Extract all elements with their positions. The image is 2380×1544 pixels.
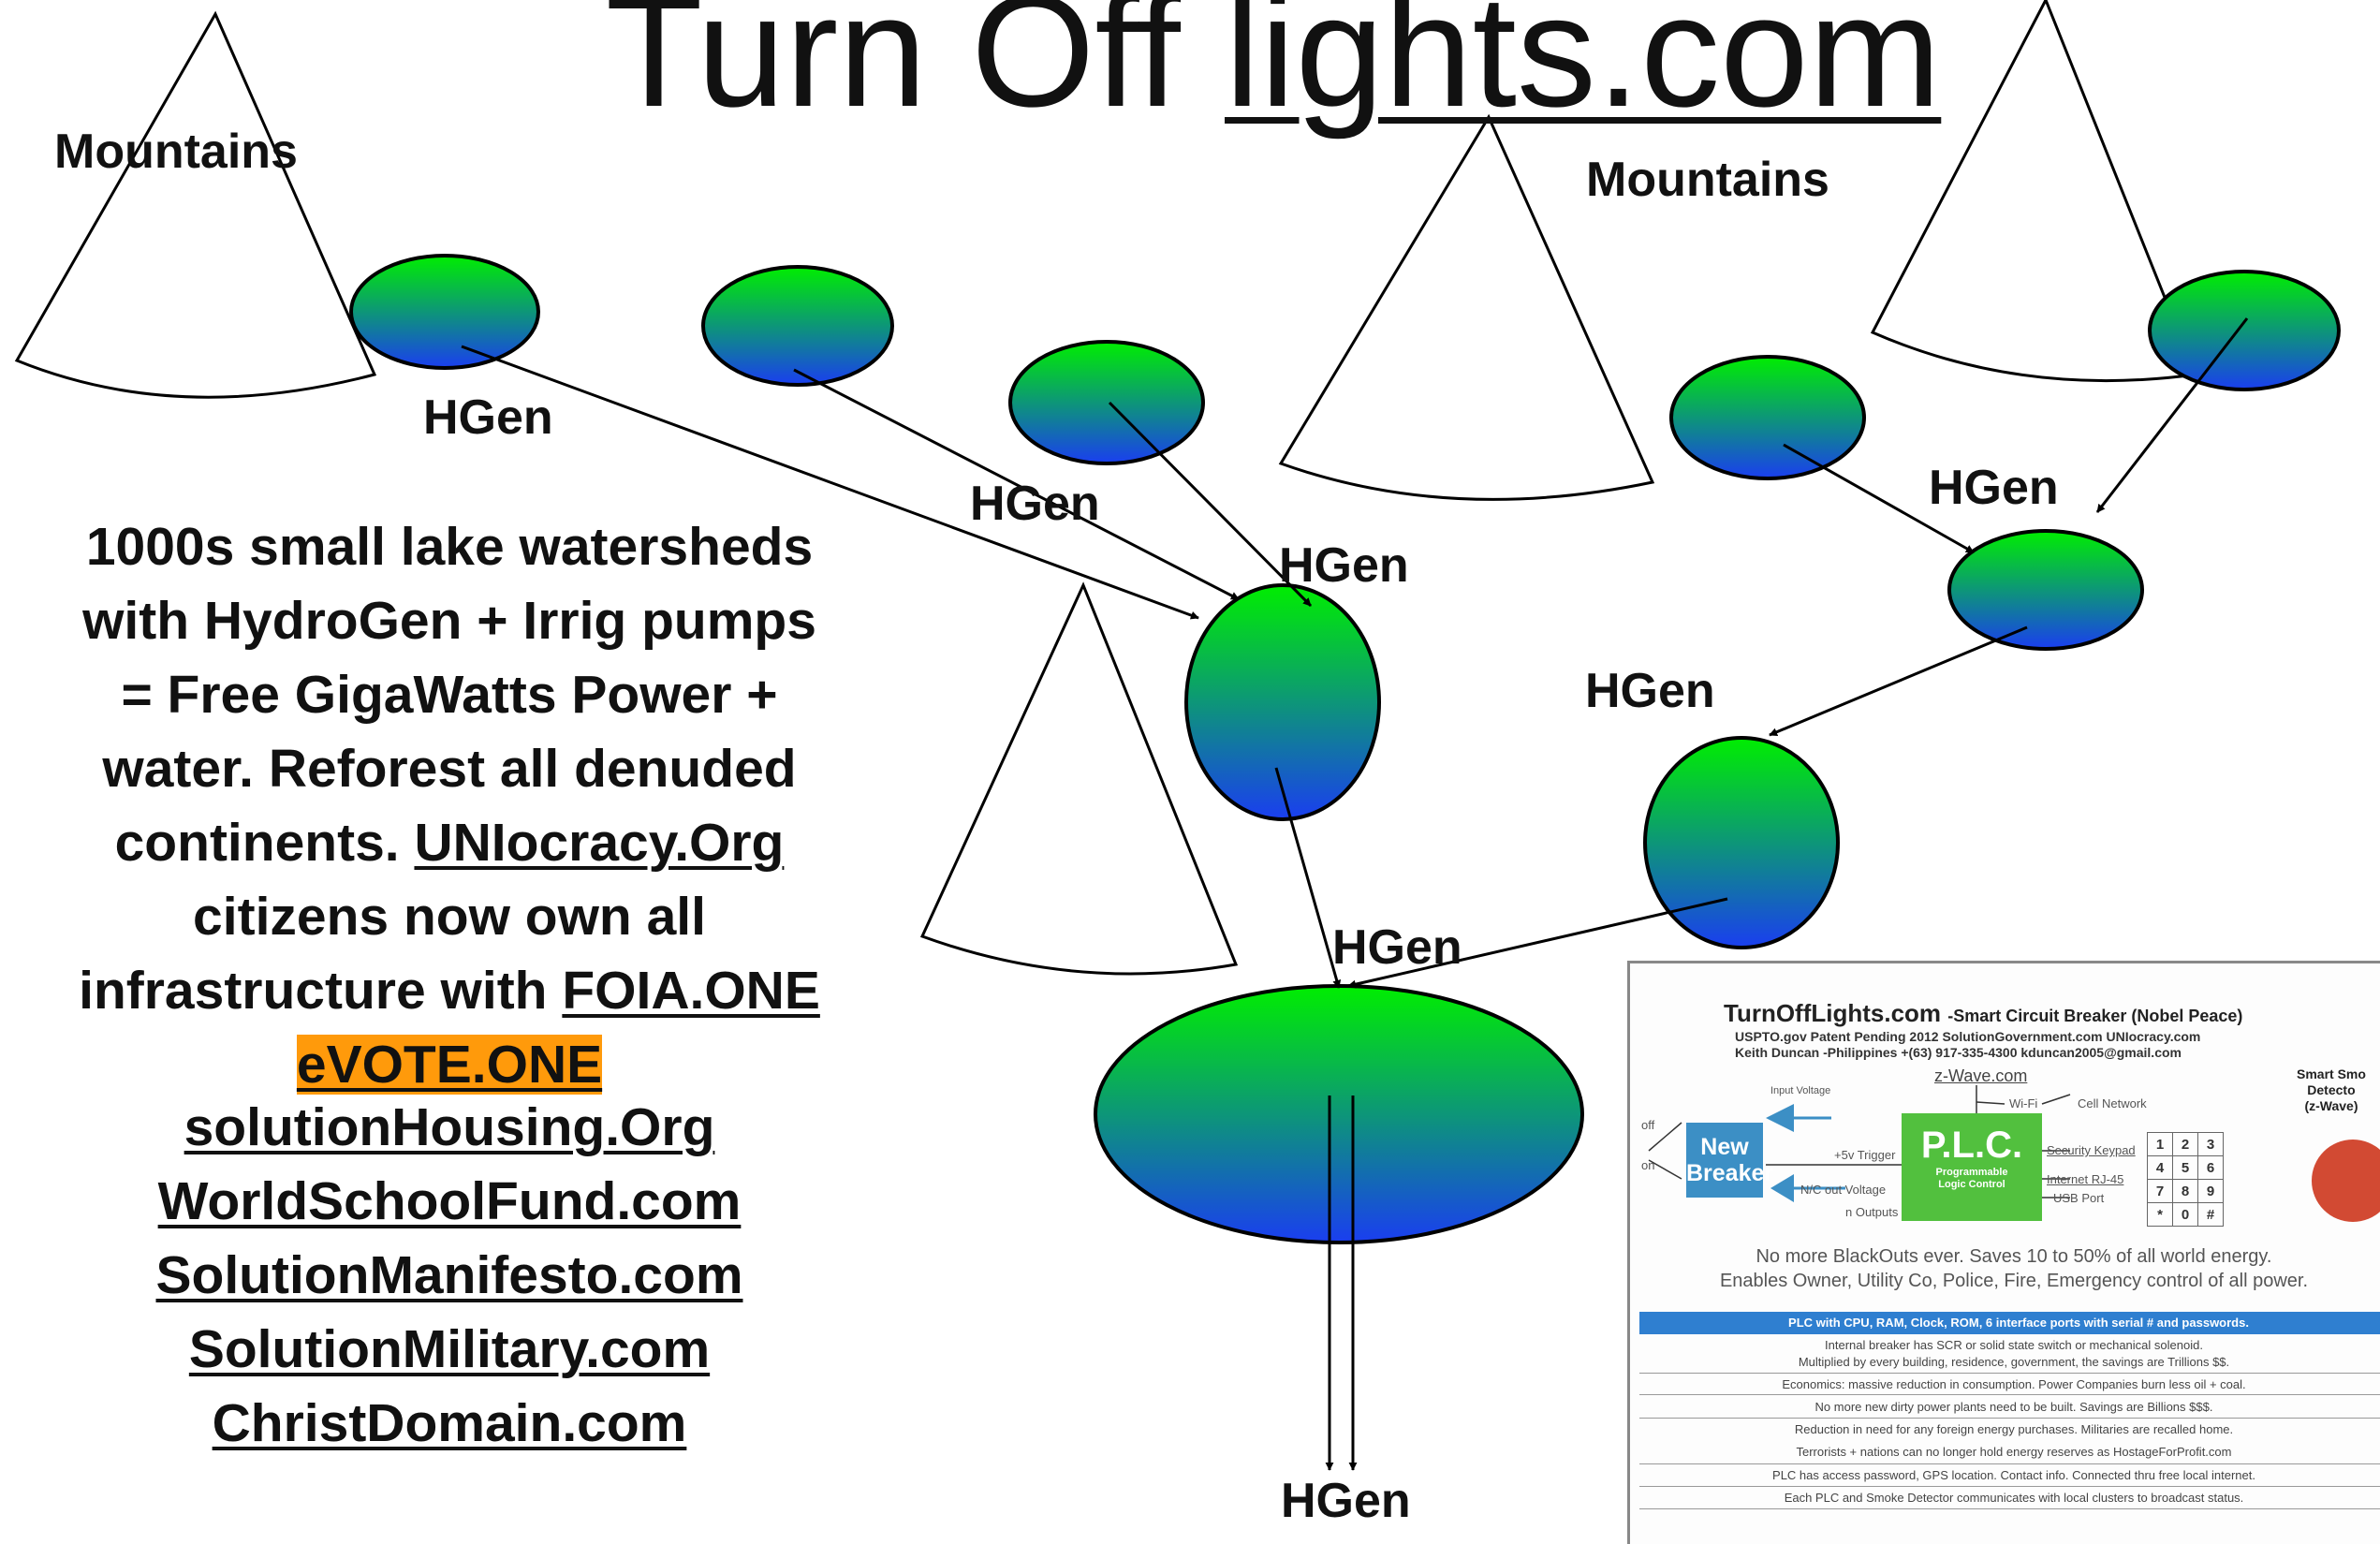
hgen-label: HGen [970,477,1100,531]
flow-arrow [1108,401,1313,608]
description-text: 1000s small lake watersheds with HydroGe… [28,510,871,1102]
hgen-label: HGen [1279,538,1409,593]
new-breaker-box: New Breaker [1686,1123,1773,1198]
flow-arrow [461,345,1199,620]
flyer-line: Reduction in need for any foreign energy… [1794,1422,2234,1436]
description-line: citizens now own all [193,887,706,947]
description-line: water. Reforest all denuded [102,739,797,799]
flyer-line: Internal breaker has SCR or solid state … [1825,1338,2203,1352]
evote-link[interactable]: eVOTE.ONE [296,1035,603,1095]
site-link[interactable]: SolutionManifesto.com [155,1245,743,1305]
hgen-label: HGen [1585,664,1715,718]
title-prefix: Turn Off [605,0,1181,140]
mountain-shape [1278,113,1655,501]
hydro-generator [1947,529,2144,651]
mountains-label: Mountains [1586,153,1829,207]
hydro-generator [1643,736,1840,949]
flow-arrow [793,368,1240,601]
smart-breaker-flyer: TurnOffLights.com -Smart Circuit Breaker… [1627,961,2380,1544]
description-line: eVOTE.ONE [28,1028,871,1102]
flow-arrow [2095,317,2249,513]
title-link[interactable]: lights.com [1225,0,1942,140]
flyer-line: Terrorists + nations can no longer hold … [1796,1445,2232,1459]
mountain-shape [1870,0,2198,383]
link-list: solutionHousing.Org WorldSchoolFund.com … [28,1091,871,1461]
flyer-subtitle: USPTO.gov Patent Pending 2012 SolutionGo… [1735,1029,2201,1044]
description-line: = Free GigaWatts Power + [121,665,778,725]
hydro-generator [1008,340,1205,465]
site-link[interactable]: WorldSchoolFund.com [157,1171,742,1231]
hgen-label: HGen [1281,1474,1411,1528]
flyer-title: TurnOffLights.com -Smart Circuit Breaker… [1724,999,2243,1027]
hgen-label: HGen [1929,461,2059,515]
description-line: infrastructure with FOIA.ONE [79,961,820,1021]
description-line: continents. UNIocracy.Org [114,813,785,873]
flow-arrow [1769,625,2028,737]
hydro-generator [2148,270,2341,391]
flyer-line: Economics: massive reduction in consumpt… [1782,1377,2246,1391]
site-link[interactable]: ChristDomain.com [212,1393,687,1453]
flow-arrow [1783,443,1975,554]
flyer-line: No more new dirty power plants need to b… [1814,1400,2213,1414]
hydro-generator [1669,355,1866,480]
plc-box: P.L.C. Programmable Logic Control [1902,1113,2042,1221]
foia-link[interactable]: FOIA.ONE [562,961,820,1021]
flyer-line: PLC has access password, GPS location. C… [1772,1468,2255,1482]
mountain-shape [14,10,377,399]
hgen-label: HGen [1332,920,1462,975]
zwave-label[interactable]: z-Wave.com [1934,1066,2028,1085]
page-title: Turn Off lights.com [562,0,1985,131]
mountains-label: Mountains [54,125,298,179]
hydro-generator [1184,583,1381,821]
flyer-subtitle: Keith Duncan -Philippines +(63) 917-335-… [1735,1045,2182,1060]
description-line: with HydroGen + Irrig pumps [82,591,816,651]
description-line: 1000s small lake watersheds [85,517,814,577]
flyer-line: No more BlackOuts ever. Saves 10 to 50% … [1756,1246,2272,1267]
uniocracy-link[interactable]: UNIocracy.Org [414,813,785,873]
flyer-diagram [1648,1085,2071,1202]
smoke-detector-icon [2312,1140,2380,1222]
flow-arrow [1347,897,1728,989]
flyer-line: Enables Owner, Utility Co, Police, Fire,… [1719,1271,2309,1291]
smoke-detector-label: Smart Smo Detecto (z-Wave) [2297,1066,2366,1113]
flow-arrow [1274,767,1342,989]
flyer-band: PLC with CPU, RAM, Clock, ROM, 6 interfa… [1639,1312,2380,1334]
hydro-generator [701,265,894,387]
flyer-line: Each PLC and Smoke Detector communicates… [1784,1491,2244,1505]
site-link[interactable]: solutionHousing.Org [184,1097,715,1157]
hydro-generator [349,254,540,370]
mountain-shape [919,581,1239,976]
site-link[interactable]: SolutionMilitary.com [188,1319,711,1379]
flyer-line: Multiplied by every building, residence,… [1798,1355,2230,1369]
hgen-label: HGen [423,390,553,445]
hydro-generator-main [1094,984,1584,1244]
